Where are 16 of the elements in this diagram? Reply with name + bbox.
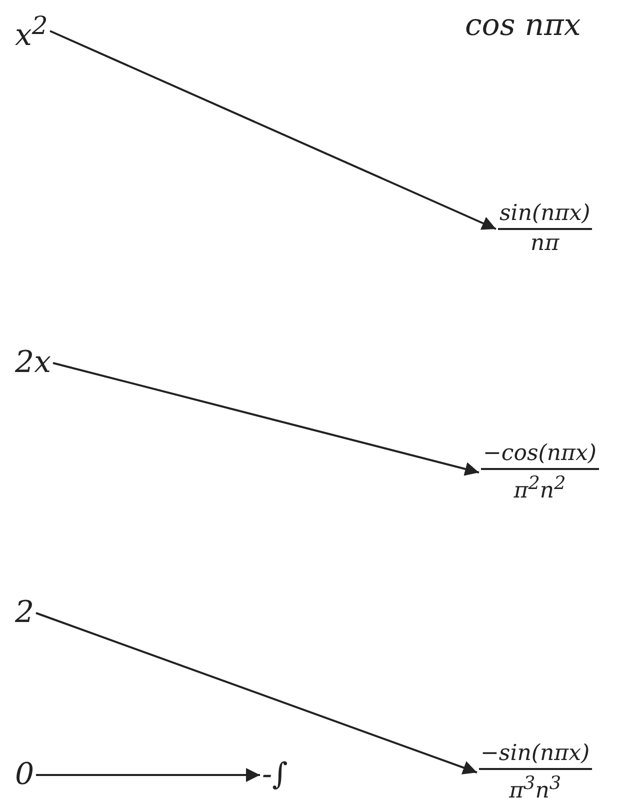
arrow (50, 30, 496, 230)
denominator-text: π$^{2}$n$^{2}$ (514, 472, 566, 506)
math-expression: 0 (15, 757, 34, 793)
numerator-text: −cos(nπx) (481, 440, 598, 470)
numerator-text: −sin(nπx) (478, 740, 592, 770)
arrow (52, 362, 480, 476)
arrow (36, 768, 260, 782)
math-expression: 2x (15, 345, 52, 381)
denominator-text: nπ (530, 230, 560, 258)
arrow (36, 612, 478, 774)
denominator-text: π$^{3}$n$^{3}$ (509, 772, 562, 806)
math-expression: 2 (15, 595, 34, 631)
math-expression: x$^{2}$ (15, 8, 48, 54)
math-expression: cos nπx (465, 8, 581, 44)
numerator-text: sin(nπx) (498, 200, 592, 230)
math-expression: -∫ (262, 757, 288, 793)
